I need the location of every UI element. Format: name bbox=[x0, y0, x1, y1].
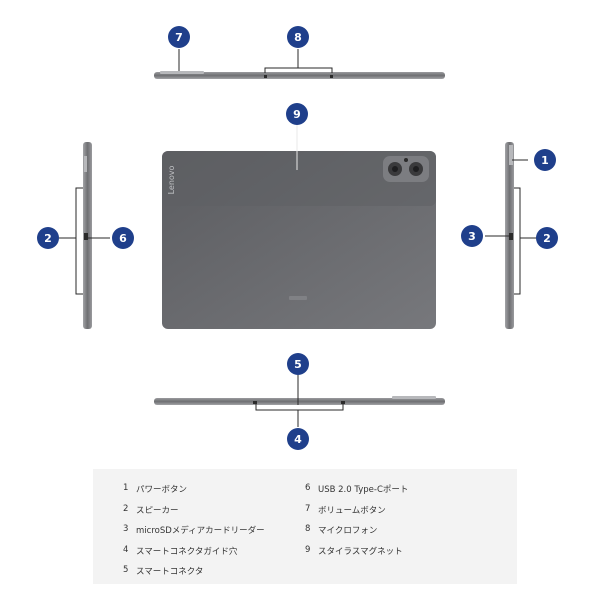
legend-number: 3 bbox=[123, 524, 129, 534]
tablet-back-view: Lenovo bbox=[162, 121, 436, 329]
svg-text:8: 8 bbox=[294, 31, 302, 44]
legend-number: 9 bbox=[305, 544, 311, 555]
left-edge-view bbox=[59, 142, 110, 329]
legend-number: 8 bbox=[305, 524, 311, 534]
device-diagram: Lenovo 7 8 9 1 2 6 3 2 bbox=[37, 26, 558, 450]
svg-text:1: 1 bbox=[541, 154, 549, 167]
bottom-edge-view bbox=[154, 375, 445, 427]
legend-label: USB 2.0 Type-Cポート bbox=[318, 485, 409, 495]
legend-label: ボリュームボタン bbox=[318, 505, 386, 516]
callout-9: 9 bbox=[286, 103, 308, 125]
svg-text:7: 7 bbox=[175, 31, 183, 44]
legend-label: スマートコネクタ bbox=[136, 567, 204, 577]
svg-text:3: 3 bbox=[468, 230, 476, 243]
svg-text:2: 2 bbox=[44, 232, 52, 245]
callout-2-right: 2 bbox=[536, 227, 558, 249]
legend-label: マイクロフォン bbox=[318, 526, 378, 536]
legend-label: スピーカー bbox=[136, 505, 179, 516]
legend-label: スマートコネクタガイド穴 bbox=[136, 546, 238, 557]
callout-2-left: 2 bbox=[37, 227, 59, 249]
legend-label: microSDメディアカードリーダー bbox=[136, 526, 265, 536]
legend-number: 6 bbox=[305, 483, 311, 493]
callout-1: 1 bbox=[534, 149, 556, 171]
callout-3: 3 bbox=[461, 225, 483, 247]
legend-number: 2 bbox=[123, 503, 129, 514]
svg-text:5: 5 bbox=[294, 358, 302, 371]
right-edge-view bbox=[485, 142, 537, 329]
legend-number: 4 bbox=[123, 544, 129, 555]
legend-label: スタイラスマグネット bbox=[318, 546, 403, 557]
top-edge-view bbox=[154, 49, 445, 79]
brand-logo: Lenovo bbox=[167, 165, 176, 194]
legend-number: 1 bbox=[123, 483, 129, 493]
legend-label: パワーボタン bbox=[136, 485, 188, 495]
svg-text:6: 6 bbox=[119, 232, 127, 245]
legend-number: 5 bbox=[123, 565, 129, 575]
callout-8: 8 bbox=[287, 26, 309, 48]
legend-number: 7 bbox=[305, 503, 311, 514]
svg-text:9: 9 bbox=[293, 108, 301, 121]
svg-text:2: 2 bbox=[543, 232, 551, 245]
svg-text:4: 4 bbox=[294, 433, 302, 446]
callout-5: 5 bbox=[287, 353, 309, 375]
callout-6: 6 bbox=[112, 227, 134, 249]
callout-4: 4 bbox=[287, 428, 309, 450]
legend-panel: 1 パワーボタン 2 スピーカー 3 microSDメディアカードリーダー 4 … bbox=[93, 469, 517, 584]
callout-7: 7 bbox=[168, 26, 190, 48]
